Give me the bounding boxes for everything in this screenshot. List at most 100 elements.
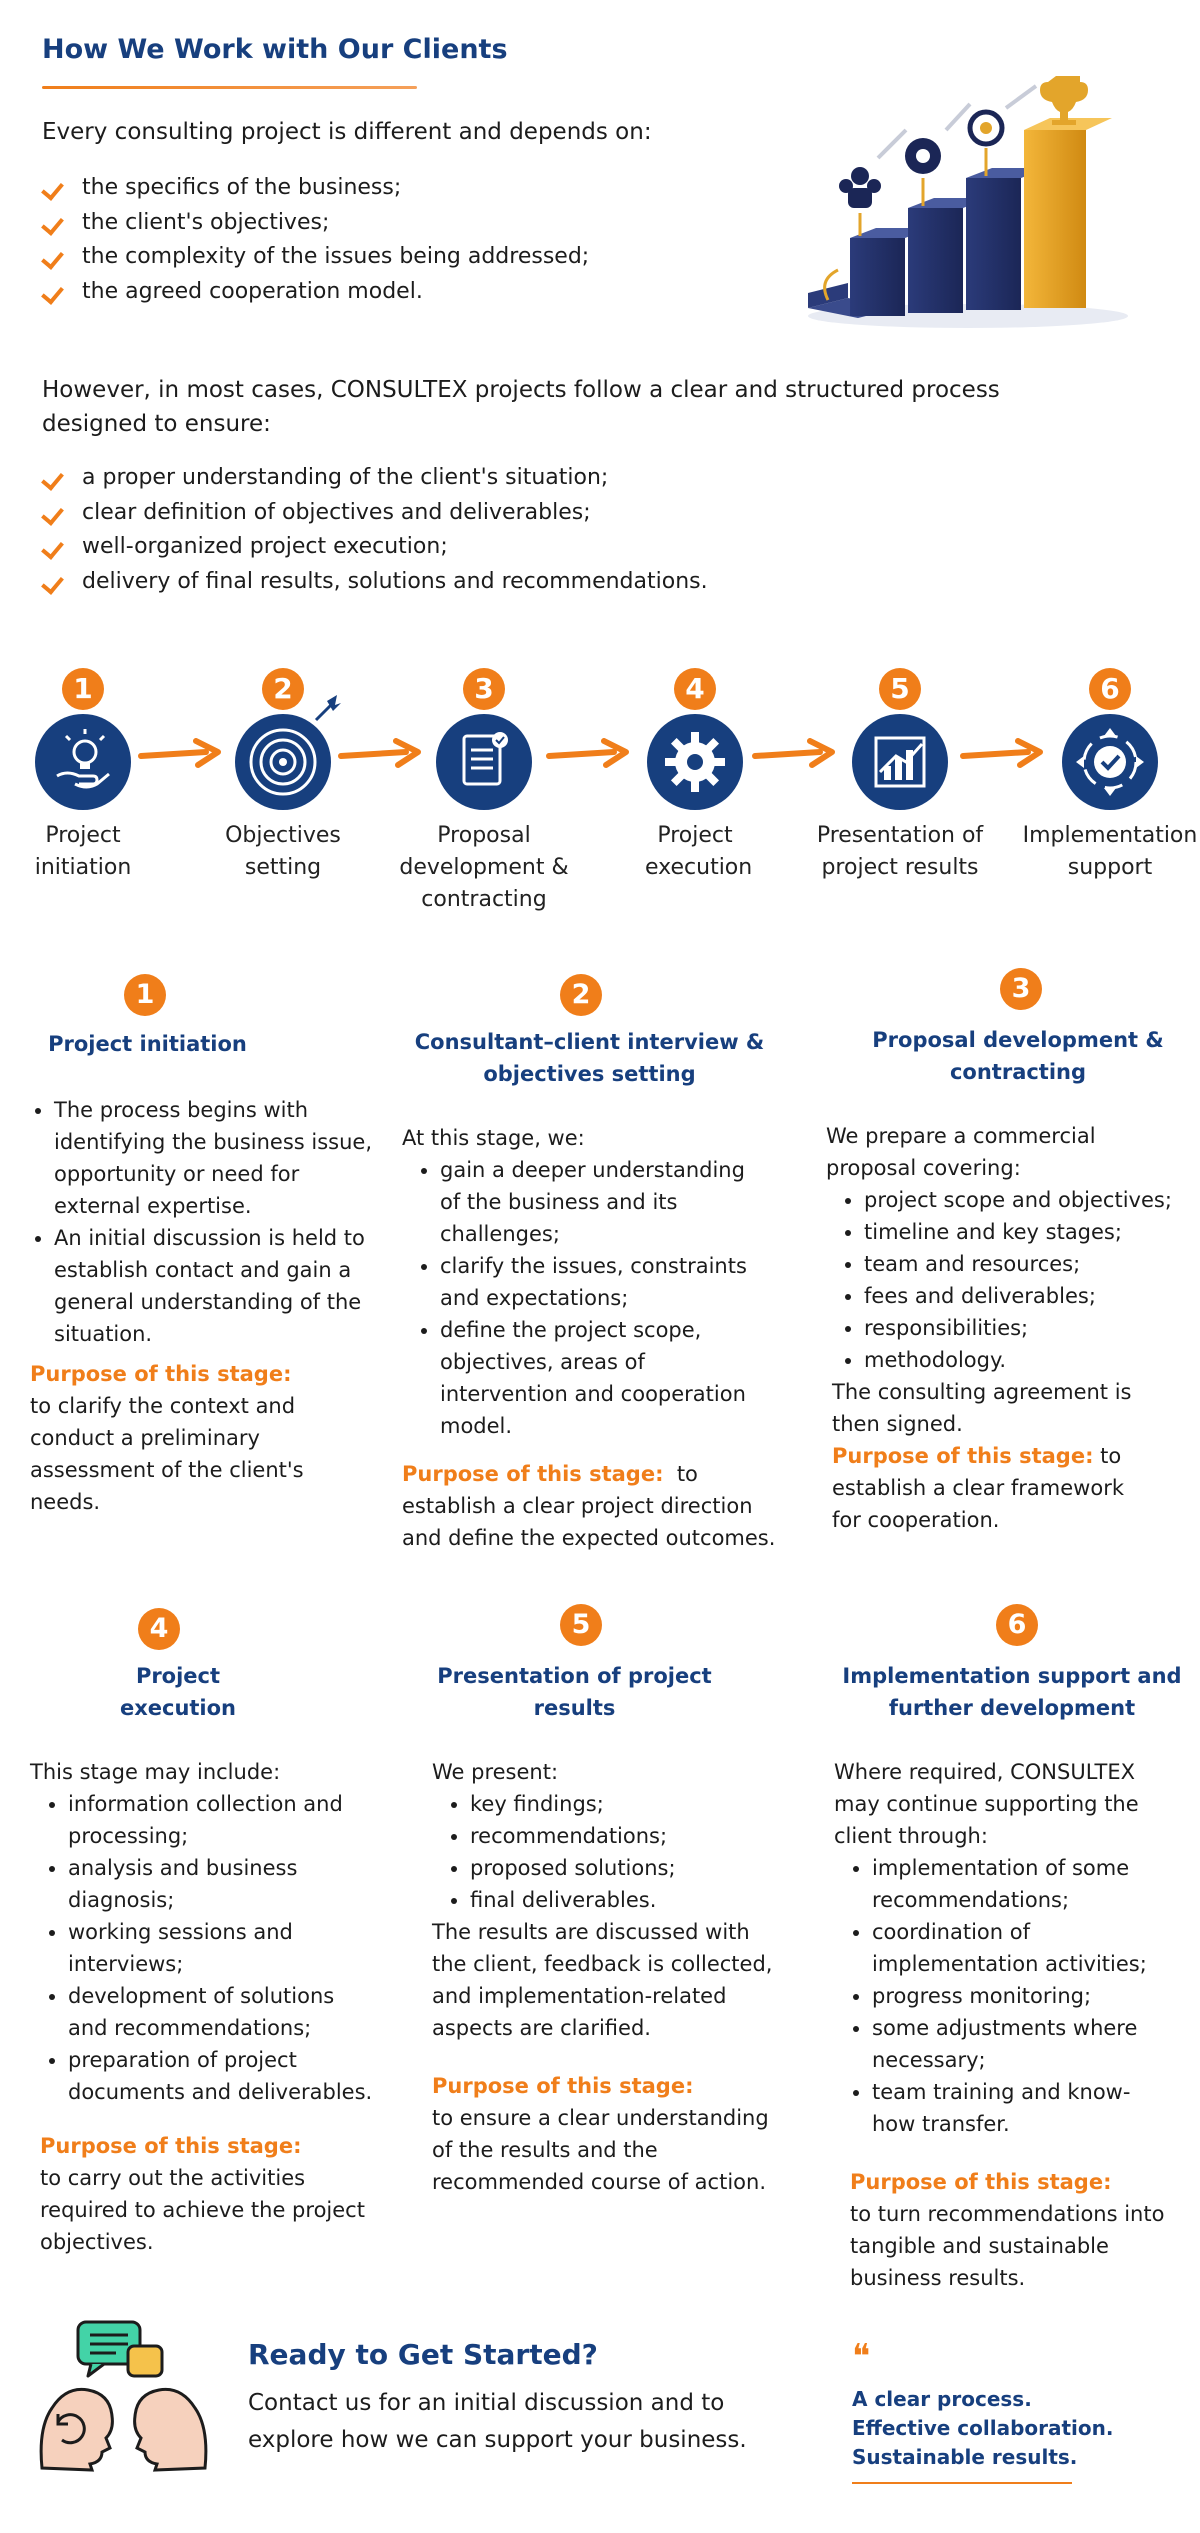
stage-number: 2 [560, 974, 602, 1016]
step-number: 2 [262, 668, 304, 710]
intro-lead: Every consulting project is different an… [42, 119, 652, 145]
stage-bullets: implementation of some recommendations; … [834, 1852, 1189, 2140]
stage-number: 1 [124, 974, 166, 1016]
step-label: Proposal development & contracting [399, 823, 569, 912]
list-item: proposed solutions; [470, 1852, 792, 1884]
stage-intro: This stage may include: [30, 1760, 281, 1784]
quote-icon: ❝ [852, 2337, 871, 2377]
stage-card-6: 6 Implementation support and further dev… [834, 1604, 1189, 2294]
stage-intro: We present: [432, 1760, 559, 1784]
stage-card-3: 3 Proposal development & contracting We … [826, 968, 1186, 1536]
chart-icon [852, 714, 948, 810]
quote-line: Effective collaboration. [852, 2416, 1114, 2440]
stage-number: 5 [560, 1604, 602, 1646]
list-item: responsibilities; [864, 1312, 1186, 1344]
purpose-label: Purpose of this stage: [40, 2134, 302, 2158]
stage-card-4: 4 Project execution This stage may inclu… [30, 1608, 390, 2258]
consultation-illustration [36, 2318, 211, 2478]
purpose-text: to turn recommendations into tangible an… [850, 2202, 1165, 2290]
process-step-6: 6 Implementation support [1020, 668, 1200, 884]
arrow-right-icon [138, 738, 221, 768]
factor-item: the client's objectives; [42, 206, 589, 241]
list-item: fees and deliverables; [864, 1280, 1186, 1312]
list-item: clarify the issues, constraints and expe… [440, 1250, 760, 1314]
gear-icon [647, 714, 743, 810]
stage-title: Proposal development & contracting [872, 1028, 1164, 1084]
list-item: team training and know-how transfer. [872, 2076, 1162, 2140]
purpose-label: Purpose of this stage: [832, 1444, 1094, 1468]
arrow-right-icon [960, 738, 1043, 768]
page-title: How We Work with Our Clients [42, 34, 508, 65]
list-item: An initial discussion is held to establi… [54, 1222, 385, 1350]
ensure-item: well-organized project execution; [42, 530, 708, 565]
ensure-item: delivery of final results, solutions and… [42, 565, 708, 600]
list-item: information collection and processing; [68, 1788, 378, 1852]
purpose-label: Purpose of this stage: [402, 1462, 664, 1486]
check-cycle-icon [1062, 714, 1158, 810]
stage-intro: Where required, CONSULTEX may continue s… [834, 1760, 1139, 1848]
process-step-2: 2 Objectives setting [193, 668, 373, 884]
list-item: progress monitoring; [872, 1980, 1189, 2012]
stage-number: 6 [996, 1604, 1038, 1646]
ensures-list: a proper understanding of the client's s… [42, 461, 708, 599]
list-item: coordination of implementation activitie… [872, 1916, 1172, 1980]
list-item: some adjustments where necessary; [872, 2012, 1152, 2076]
stage-bullets: information collection and processing; a… [30, 1788, 390, 2108]
step-number: 4 [674, 668, 716, 710]
step-number: 5 [879, 668, 921, 710]
arrow-right-icon [546, 738, 629, 768]
process-step-1: 1 Project initiation [0, 668, 173, 884]
list-item: The process begins with identifying the … [54, 1094, 385, 1222]
quote-line: Sustainable results. [852, 2445, 1078, 2469]
stage-title: Project initiation [48, 1032, 247, 1056]
stage-bullets: The process begins with identifying the … [30, 1094, 385, 1350]
stage-number: 3 [1000, 968, 1042, 1010]
stage-outro: The consulting agreement is then signed. [832, 1380, 1132, 1436]
stage-card-2: 2 Consultant–client interview & objectiv… [402, 974, 792, 1554]
stage-title: Consultant–client interview & objectives… [414, 1030, 765, 1086]
factors-list: the specifics of the business; the clien… [42, 171, 589, 309]
list-item: methodology. [864, 1344, 1186, 1376]
stage-bullets: key findings; recommendations; proposed … [432, 1788, 792, 1916]
stage-card-5: 5 Presentation of project results We pre… [432, 1604, 792, 2198]
growth-illustration [798, 68, 1128, 330]
list-item: preparation of project documents and del… [68, 2044, 388, 2108]
process-lead: However, in most cases, CONSULTEX projec… [42, 377, 1000, 437]
purpose-text: to establish a clear framework for coope… [832, 1444, 1125, 1532]
stage-bullets: gain a deeper understanding of the busin… [402, 1154, 792, 1442]
stage-title: Implementation support and further devel… [842, 1664, 1182, 1720]
step-label: Project initiation [34, 823, 132, 880]
stage-bullets: project scope and objectives; timeline a… [826, 1184, 1186, 1376]
quote-underline [852, 2482, 1072, 2484]
purpose-text: to establish a clear project direction a… [402, 1462, 776, 1550]
purpose-label: Purpose of this stage: [432, 2074, 694, 2098]
list-item: project scope and objectives; [864, 1184, 1186, 1216]
process-step-4: 4 Project execution [605, 668, 785, 884]
quote-line: A clear process. [852, 2387, 1032, 2411]
list-item: key findings; [470, 1788, 792, 1820]
stage-intro: We prepare a commercial proposal coverin… [826, 1124, 1096, 1180]
target-icon [235, 714, 331, 810]
list-item: define the project scope, objectives, ar… [440, 1314, 760, 1442]
document-icon [436, 714, 532, 810]
step-label: Objectives setting [225, 823, 341, 880]
ensure-item: clear definition of objectives and deliv… [42, 496, 708, 531]
step-number: 1 [62, 668, 104, 710]
arrow-right-icon [338, 738, 421, 768]
list-item: final deliverables. [470, 1884, 792, 1916]
step-label: Implementation support [1022, 823, 1198, 880]
process-step-3: 3 Proposal development & contracting [394, 668, 574, 916]
list-item: recommendations; [470, 1820, 792, 1852]
list-item: development of solutions and recommendat… [68, 1980, 358, 2044]
list-item: implementation of some recommendations; [872, 1852, 1162, 1916]
purpose-text: to carry out the activities required to … [40, 2166, 365, 2254]
stage-number: 4 [138, 1608, 180, 1650]
arrow-right-icon [752, 738, 835, 768]
list-item: timeline and key stages; [864, 1216, 1186, 1248]
lightbulb-hand-icon [35, 714, 131, 810]
dart-icon [314, 695, 341, 722]
stage-intro: At this stage, we: [402, 1126, 585, 1150]
purpose-label: Purpose of this stage: [850, 2170, 1112, 2194]
stage-card-1: 1 Project initiation The process begins … [30, 974, 385, 1518]
purpose-text: to ensure a clear understanding of the r… [432, 2106, 769, 2194]
